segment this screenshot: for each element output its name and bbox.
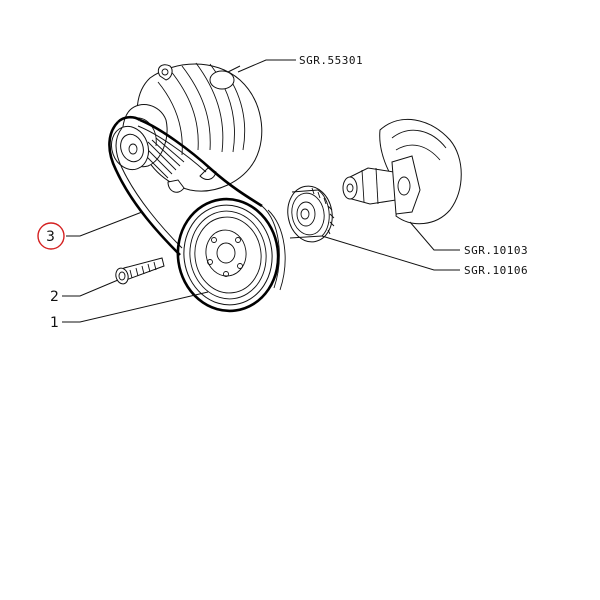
item-number-3[interactable]: 3 <box>46 229 55 245</box>
ref-alternator[interactable]: SGR.55301 <box>299 54 363 67</box>
timing-gear <box>287 185 335 243</box>
ref-timing-gear[interactable]: SGR.10106 <box>464 264 528 277</box>
leader-lines <box>62 59 460 323</box>
pulley-bolt <box>115 257 165 285</box>
highlight-circle <box>37 222 65 250</box>
poly-v-belt <box>108 115 263 256</box>
ref-crankshaft[interactable]: SGR.10103 <box>464 244 528 257</box>
crankshaft <box>342 118 462 225</box>
crankshaft-pulley <box>176 197 286 313</box>
item-number-1[interactable]: 1 <box>50 315 59 331</box>
item-number-2[interactable]: 2 <box>50 289 59 305</box>
alternator-pulley <box>110 125 150 171</box>
